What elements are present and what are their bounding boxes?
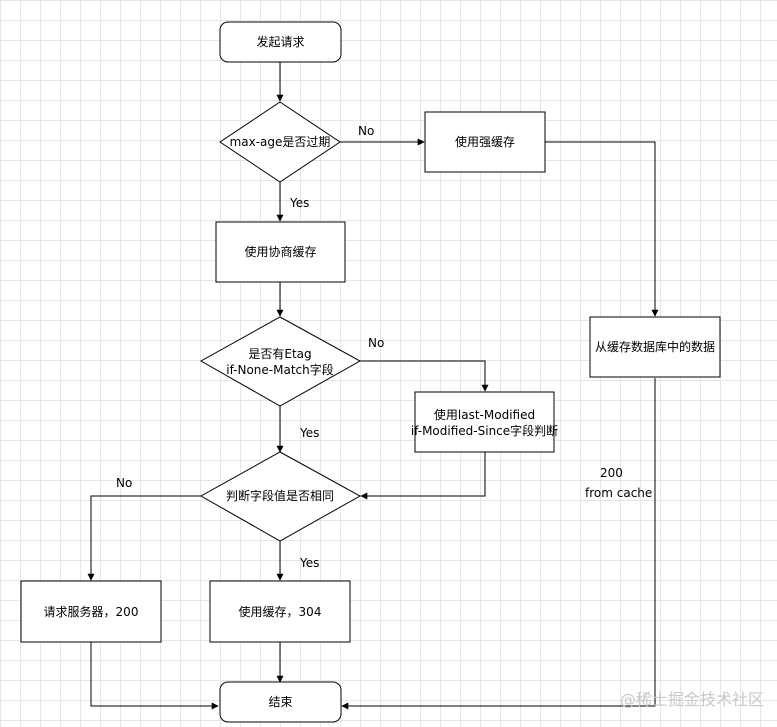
node-strong-cache-shape <box>424 111 546 173</box>
node-start: 发起请求 <box>219 21 342 63</box>
edge-lastmod-to-compare <box>360 452 486 500</box>
node-use-cache-304: 使用缓存，304 <box>209 580 351 643</box>
watermark: @稀土掘金技术社区 <box>620 690 764 709</box>
label-max-age-yes: Yes <box>289 196 309 210</box>
node-end: 结束 <box>219 681 342 723</box>
node-db-fetch-shape <box>589 316 721 378</box>
node-etag-check-shape <box>199 316 362 407</box>
node-end-label: 结束 <box>268 695 292 709</box>
node-use-cache-304-label: 使用缓存，304 <box>239 604 322 619</box>
edge-compare-no-to-server <box>87 495 201 581</box>
node-compare-check-shape <box>199 451 362 542</box>
edge-strong-to-db <box>545 141 659 317</box>
label-etag-no: No <box>368 336 384 350</box>
edge-db-to-end <box>341 378 656 710</box>
node-strong-cache-label: 使用强缓存 <box>455 134 515 149</box>
node-last-modified-line1: 使用last-Modified <box>434 407 535 422</box>
node-end-shape <box>219 681 342 723</box>
node-etag-check-line1: 是否有Etag <box>248 347 311 361</box>
node-max-age-check-label: max-age是否过期 <box>230 135 331 149</box>
node-negotiated-cache-label: 使用协商缓存 <box>244 244 316 259</box>
node-last-modified: 使用last-Modified if-Modified-Since字段判断 <box>411 391 558 453</box>
label-etag-yes: Yes <box>299 426 319 440</box>
node-start-label: 发起请求 <box>256 34 304 49</box>
label-max-age-no: No <box>358 124 374 138</box>
edge-labels: No Yes No Yes No Yes 200 from cache <box>116 124 652 570</box>
node-max-age-check: max-age是否过期 <box>219 101 341 183</box>
edge-server-to-end <box>90 642 219 710</box>
node-request-server-label: 请求服务器，200 <box>44 604 139 619</box>
node-compare-check-label: 判断字段值是否相同 <box>226 488 334 503</box>
label-from-cache-text: from cache <box>585 486 652 500</box>
edges <box>87 62 659 710</box>
node-negotiated-cache: 使用协商缓存 <box>215 221 346 283</box>
label-compare-yes: Yes <box>299 556 319 570</box>
node-last-modified-shape <box>414 391 555 453</box>
node-request-server: 请求服务器，200 <box>20 580 162 643</box>
node-compare-check: 判断字段值是否相同 <box>199 451 362 542</box>
node-request-server-shape <box>20 580 162 643</box>
node-etag-check-line2: if-None-Match字段 <box>226 362 334 377</box>
node-use-cache-304-shape <box>209 580 351 643</box>
node-start-shape <box>219 21 342 63</box>
node-negotiated-cache-shape <box>215 221 346 283</box>
node-strong-cache: 使用强缓存 <box>424 111 546 173</box>
label-compare-no: No <box>116 476 132 490</box>
node-db-fetch-label: 从缓存数据库中的数据 <box>595 339 715 354</box>
node-max-age-check-shape <box>219 101 341 183</box>
node-etag-check: 是否有Etag if-None-Match字段 <box>199 316 362 407</box>
edge-etag-no-to-lastmod <box>360 360 489 392</box>
label-from-cache-code: 200 <box>600 466 623 480</box>
node-db-fetch: 从缓存数据库中的数据 <box>589 316 721 378</box>
node-last-modified-line2: if-Modified-Since字段判断 <box>411 423 558 438</box>
